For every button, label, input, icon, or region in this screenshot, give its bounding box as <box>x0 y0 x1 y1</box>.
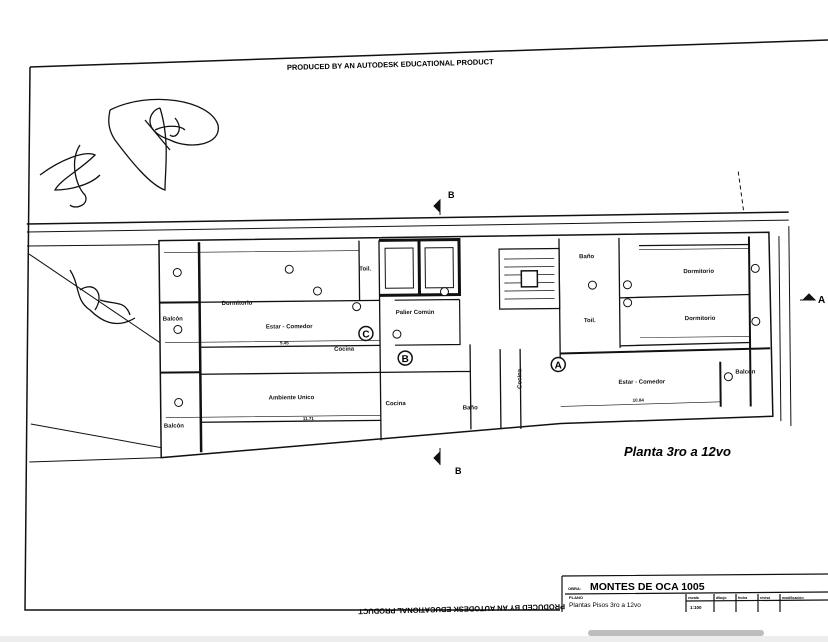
room-ambiente-unico: Ambiente Unico <box>269 395 315 401</box>
section-b-bottom: B <box>455 466 462 476</box>
room-balcon-right: Balcón <box>735 369 755 375</box>
signature <box>39 98 219 325</box>
watermark-top: PRODUCED BY AN AUTODESK EDUCATIONAL PROD… <box>287 57 494 72</box>
title-block <box>561 573 828 612</box>
dim-estar-right: 10.84 <box>633 398 645 403</box>
viewer-bottom-bar <box>0 636 828 642</box>
room-toil-left: Toil. <box>359 266 371 272</box>
fecha-label: fecha <box>738 596 747 600</box>
room-dormitorio-left: Dormitorio <box>222 301 253 307</box>
room-dormitorio-right-2: Dormitorio <box>685 316 716 322</box>
plan-drawing: C B A Dormitorio Estar - Comedor 5.45 Co… <box>26 171 792 463</box>
horizontal-scrollbar[interactable] <box>588 630 764 636</box>
room-toil-right: Toil. <box>584 318 596 324</box>
stair <box>504 258 555 300</box>
room-balcon-left-1: Balcón <box>163 316 183 322</box>
sheet-border <box>24 39 828 611</box>
site-lines <box>26 171 792 463</box>
obra-label: OBRA: <box>568 586 581 591</box>
room-dormitorio-right-1: Dormitorio <box>683 269 714 275</box>
building-outline <box>158 231 774 459</box>
dim-estar-left: 5.45 <box>280 340 289 345</box>
plano-name: Plantas Pisos 3ro a 12vo <box>569 602 641 609</box>
room-bano-b: Baño <box>463 405 478 411</box>
unit-a-label: A <box>555 360 562 371</box>
unit-b-label: B <box>402 354 409 365</box>
modificacion-label: modificación <box>782 596 804 600</box>
room-palier: Palier Común <box>396 310 435 316</box>
obra-name: MONTES DE OCA 1005 <box>590 581 705 593</box>
unit-c-label: C <box>362 329 369 340</box>
room-bano-a: Baño <box>579 254 594 260</box>
room-cocina-a: Cocina <box>517 368 523 389</box>
room-cocina-c: Cocina <box>334 347 355 353</box>
section-marks: B B A <box>433 190 825 476</box>
room-balcon-left-2: Balcón <box>164 423 184 429</box>
section-a: A <box>818 295 825 306</box>
escala-label: escala <box>688 596 699 600</box>
elevators <box>384 247 454 289</box>
fixture-symbols <box>172 263 761 407</box>
dim-ambiente-unico: 11.71 <box>303 416 315 421</box>
dimension-lines <box>164 248 750 418</box>
reviso-label: revisó <box>760 596 770 600</box>
room-estar-left: Estar - Comedor <box>266 324 313 330</box>
plan-title: Planta 3ro a 12vo <box>624 444 731 459</box>
section-b-top: B <box>448 190 455 200</box>
plano-label: PLANO <box>569 595 583 600</box>
dibujo-label: dibujo <box>716 596 727 600</box>
unit-markers: C B A <box>358 325 567 373</box>
room-cocina-b: Cocina <box>386 401 407 407</box>
room-labels: Dormitorio Estar - Comedor 5.45 Cocina A… <box>163 254 756 430</box>
room-estar-right: Estar - Comedor <box>618 379 665 385</box>
escala-value: 1:100 <box>690 605 702 610</box>
watermark-bottom: PRODUCED BY AN AUTODESK EDUCATIONAL PROD… <box>358 602 565 616</box>
